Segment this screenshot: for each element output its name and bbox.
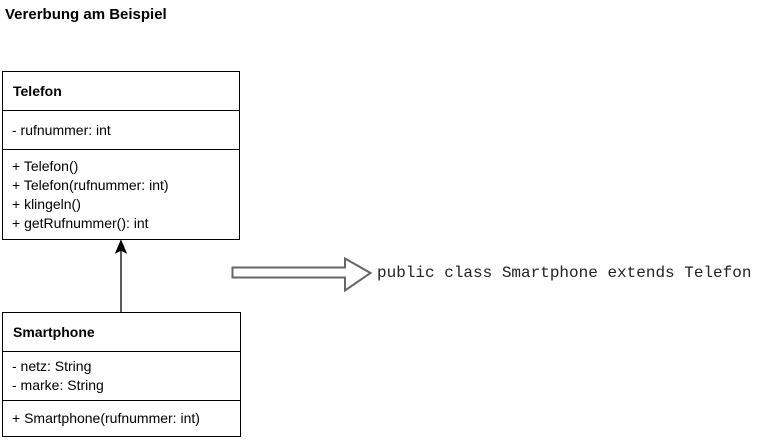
- uml-attribute: - netz: String: [12, 358, 92, 374]
- uml-class-telefon-attributes: - rufnummer: int: [3, 111, 239, 150]
- uml-attribute: - marke: String: [12, 377, 104, 393]
- big-arrow-shape: [231, 256, 373, 293]
- uml-class-smartphone[interactable]: Smartphone - netz: String - marke: Strin…: [2, 312, 241, 437]
- uml-method: + getRufnummer(): int: [12, 214, 149, 231]
- uml-class-smartphone-name: Smartphone: [3, 313, 240, 352]
- code-annotation: public class Smartphone extends Telefon: [377, 264, 752, 282]
- uml-class-smartphone-methods: + Smartphone(rufnummer: int): [3, 401, 240, 436]
- uml-method: + Telefon(rufnummer: int): [12, 176, 169, 193]
- uml-class-telefon[interactable]: Telefon - rufnummer: int + Telefon() + T…: [2, 71, 240, 240]
- uml-class-smartphone-attributes: - netz: String - marke: String: [3, 352, 240, 401]
- uml-method: + Telefon(): [12, 157, 79, 174]
- extends-big-arrow-icon[interactable]: [231, 256, 373, 293]
- inheritance-arrow[interactable]: [114, 239, 128, 313]
- uml-class-telefon-name: Telefon: [3, 72, 239, 111]
- uml-class-telefon-methods: + Telefon() + Telefon(rufnummer: int) + …: [3, 150, 239, 239]
- inheritance-arrowhead-icon: [114, 239, 128, 254]
- uml-method: + Smartphone(rufnummer: int): [12, 410, 200, 426]
- uml-attribute: - rufnummer: int: [12, 121, 111, 138]
- diagram-title: Vererbung am Beispiel: [5, 6, 167, 23]
- uml-method: + klingeln(): [12, 195, 81, 212]
